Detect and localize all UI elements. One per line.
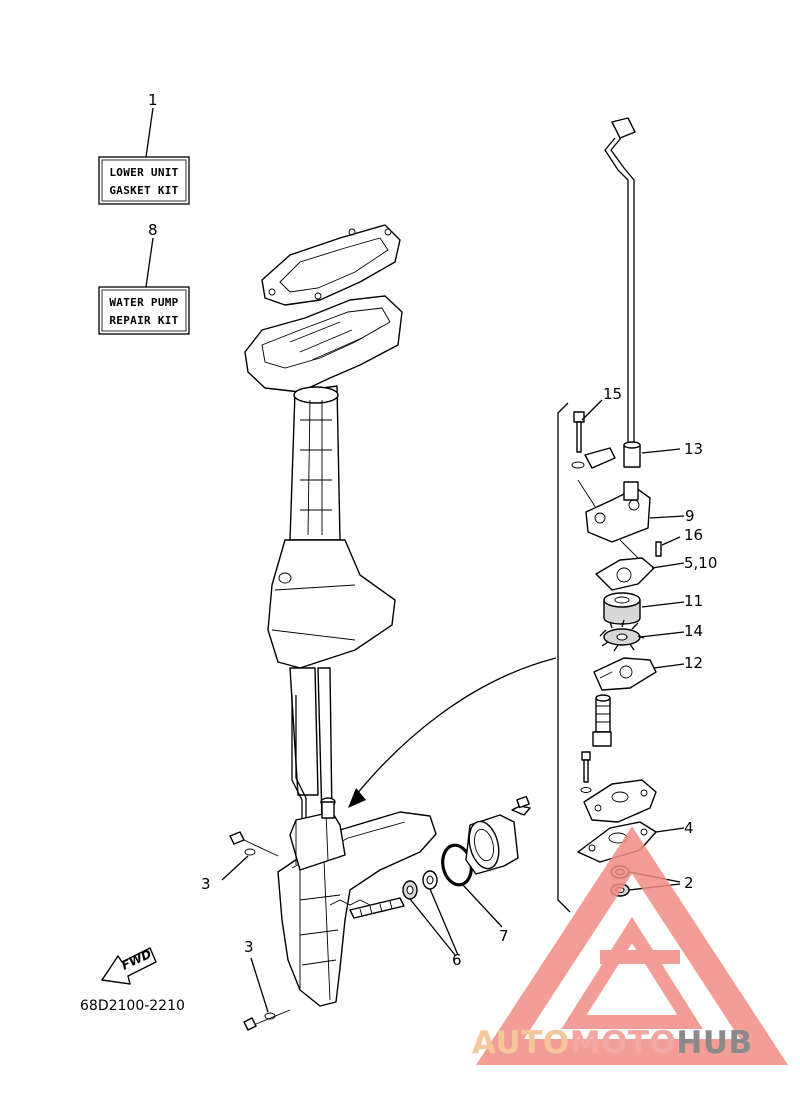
callout-1: 1: [148, 91, 158, 109]
drive-shaft-housing: [267, 539, 396, 821]
watermark-auto: AUTO: [472, 1025, 570, 1061]
prop-shaft-housing: [465, 795, 531, 875]
part-16-pin: 16: [655, 526, 703, 557]
callout-4: 4: [684, 819, 694, 837]
callout-9: 9: [685, 507, 695, 525]
part-5-10-gasket: 5,10: [595, 554, 717, 591]
fwd-direction-arrow: FWD: [101, 947, 157, 985]
part-4-gasket: 4: [577, 819, 694, 863]
water-pump-kit-line1: WATER PUMP: [109, 296, 178, 309]
callout-6: 6: [452, 951, 462, 969]
watermark-moto: MOTO: [570, 1025, 677, 1061]
part-3-drain-screw-upper: 3: [201, 831, 279, 893]
upper-gasket-plate: [261, 224, 401, 306]
water-tube: [291, 695, 307, 835]
lower-gear-case: [277, 797, 437, 1007]
assembly-arrow: [348, 657, 557, 808]
assembly-bracket: [557, 402, 571, 913]
part-6-spacers: 6: [402, 870, 462, 969]
water-pump-kit-line2: REPAIR KIT: [109, 314, 178, 327]
part-11-insert: 11: [603, 592, 703, 625]
watermark-hub: HUB: [676, 1025, 752, 1061]
callout-8: 8: [148, 221, 158, 239]
kit-label-gasket: 1 LOWER UNIT GASKET KIT: [98, 91, 190, 205]
gasket-kit-line2: GASKET KIT: [109, 184, 178, 197]
drive-shaft-piece: [592, 694, 612, 747]
callout-2: 2: [684, 874, 694, 892]
callout-3-lower: 3: [244, 938, 254, 956]
part-3-drain-screw-lower: 3: [243, 938, 291, 1031]
diagram-code: 68D2100-2210: [80, 998, 185, 1014]
retainer-plate: [584, 447, 616, 469]
pump-base: [583, 779, 657, 823]
callout-14: 14: [684, 622, 703, 640]
callout-11: 11: [684, 592, 703, 610]
part-15-bolt: 15: [571, 385, 622, 469]
part-9-pump-housing: 9: [577, 479, 695, 561]
callout-12: 12: [684, 654, 703, 672]
watermark-logo: [475, 826, 789, 1065]
part-12-outer-plate: 12: [593, 654, 703, 691]
callout-3-upper: 3: [201, 875, 211, 893]
callout-7: 7: [499, 927, 509, 945]
pump-base-bolt: [580, 751, 592, 793]
watermark-text: AUTOMOTOHUB: [472, 1025, 753, 1061]
callout-5-10: 5,10: [684, 554, 717, 572]
part-13-grommet: 13: [623, 440, 703, 468]
callout-15: 15: [603, 385, 622, 403]
gasket-kit-line1: LOWER UNIT: [109, 166, 178, 179]
kit-label-water-pump: 8 WATER PUMP REPAIR KIT: [98, 221, 190, 335]
upper-casing: [244, 295, 403, 541]
callout-16: 16: [684, 526, 703, 544]
callout-13: 13: [684, 440, 703, 458]
water-pipe-right: [604, 117, 636, 445]
part-14-impeller: 14: [599, 619, 703, 652]
